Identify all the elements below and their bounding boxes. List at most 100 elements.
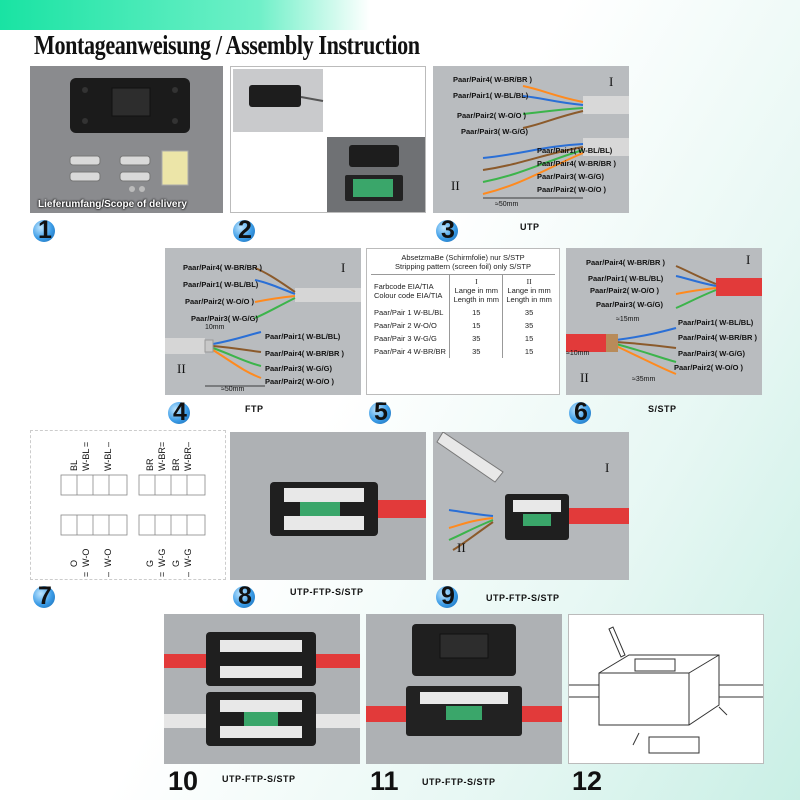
- wire-label-br2: BR: [171, 458, 181, 471]
- step-2-marker: [233, 220, 255, 242]
- sstp-dim-10mm: ≈10mm: [566, 350, 590, 357]
- utp-pair3-label-top: Paar/Pair3( W-G/G): [461, 127, 528, 136]
- step-9-caption: UTP-FTP-S/STP: [486, 593, 560, 603]
- sstp-pair2-label-bottom: Paar/Pair2( W-O/O ): [674, 363, 744, 372]
- connector-wired-photo: [270, 482, 426, 536]
- page-title: Montageanweisung / Assembly Instruction: [34, 30, 420, 60]
- ftp-pair2-label-bottom: Paar/Pair2( W-O/O ): [265, 377, 335, 386]
- step-1-number: 1: [38, 216, 52, 244]
- wire-label-wo: W-O: [81, 548, 91, 567]
- wire-label-wbl2: W-BL: [103, 448, 113, 471]
- sstp-pair4-label-bottom: Paar/Pair4( W-BR/BR ): [678, 333, 758, 342]
- step-5-number: 5: [374, 398, 388, 426]
- panel-6-sstp: Paar/Pair4( W-BR/BR ) Paar/Pair1( W-BL/B…: [566, 248, 762, 395]
- utp-pair1-label-bottom: Paar/Pair1( W-BL/BL): [537, 146, 613, 155]
- title-accent-bar: [0, 0, 370, 30]
- punch-tool-photo: [436, 432, 629, 551]
- wiring-blocks: [60, 474, 206, 536]
- wire-label-eq2: =: [157, 441, 167, 447]
- utp-cable-diagram: [482, 85, 629, 199]
- step-4-caption: FTP: [245, 404, 264, 414]
- scope-of-delivery-label: Lieferumfang/Scope of delivery: [38, 199, 187, 210]
- ftp-roman-two: II: [177, 361, 186, 376]
- step-8-caption: UTP-FTP-S/STP: [290, 587, 364, 597]
- utp-pair3-label-bottom: Paar/Pair3( W-G/G): [537, 172, 604, 181]
- wire-label-dash3: –: [103, 571, 113, 577]
- ftp-pair1-label-bottom: Paar/Pair1( W-BL/BL): [265, 332, 341, 341]
- step-6-marker: [569, 402, 591, 424]
- ftp-dim-10mm: 10mm: [205, 324, 225, 331]
- utp-pair1-label-top: Paar/Pair1( W-BL/BL): [453, 91, 529, 100]
- wire-label-wbl: W-BL: [81, 448, 91, 471]
- delivery-contents-image: [69, 78, 190, 192]
- panel-10: [164, 614, 360, 764]
- panel-5-stripping-table: AbsetzmaBe (Schirmfolie) nur S/STP Strip…: [366, 248, 560, 395]
- step9-roman-one: I: [605, 460, 610, 475]
- panel-9: I II: [433, 432, 629, 580]
- wire-label-eq1: =: [81, 441, 91, 447]
- wire-label-wo2: W-O: [103, 548, 113, 567]
- panel-7-wiring-scheme: BL W-BL = W-BL – BR W-BR = BR W-BR – O =…: [30, 430, 226, 580]
- utp-pair2-label-top: Paar/Pair2( W-O/O ): [457, 111, 527, 120]
- two-connectors-photo: [164, 632, 360, 746]
- sstp-pair1-label-top: Paar/Pair1( W-BL/BL): [588, 274, 664, 283]
- step-7-marker: [33, 586, 55, 608]
- step-6-caption: S/STP: [648, 404, 677, 414]
- utp-pair4-label-bottom: Paar/Pair4( W-BR/BR ): [537, 159, 617, 168]
- row1-ii: 35: [524, 308, 534, 317]
- sstp-pair2-label-top: Paar/Pair2( W-O/O ): [590, 286, 660, 295]
- wire-label-g: G: [145, 559, 155, 567]
- row4-pair: Paar/Pair 4 W-BR/BR: [371, 345, 451, 358]
- ftp-pair2-label-top: Paar/Pair2( W-O/O ): [185, 297, 255, 306]
- wire-label-dash1: –: [103, 441, 113, 447]
- col3-line1: Lange in mm: [507, 286, 551, 295]
- step-4-marker: [168, 402, 190, 424]
- utp-pair2-label-bottom: Paar/Pair2( W-O/O ): [537, 185, 607, 194]
- step-8-number: 8: [238, 582, 252, 610]
- closed-connector-photo: [366, 624, 562, 736]
- ftp-pair4-label-bottom: Paar/Pair4( W-BR/BR ): [265, 349, 345, 358]
- col3-line2: Length in mm: [506, 295, 552, 304]
- panel-1-scope-of-delivery: Lieferumfang/Scope of delivery: [30, 66, 223, 213]
- utp-pair4-label-top: Paar/Pair4( W-BR/BR ): [453, 75, 533, 84]
- step-5-marker: [369, 402, 391, 424]
- ftp-dim-50mm: ≈50mm: [221, 386, 245, 393]
- col2-line1: Lange in mm: [454, 286, 498, 295]
- row4-ii: 15: [524, 347, 534, 356]
- step-10-number: 10: [168, 766, 199, 796]
- row2-i: 15: [449, 319, 504, 332]
- row1-i: 15: [449, 306, 504, 319]
- wire-label-wg2: W-G: [183, 548, 193, 567]
- step-10-caption: UTP-FTP-S/STP: [222, 774, 296, 784]
- sstp-pair4-label-top: Paar/Pair4( W-BR/BR ): [586, 258, 666, 267]
- panel-4-ftp: Paar/Pair4( W-BR/BR ) Paar/Pair1( W-BL/B…: [165, 248, 361, 395]
- panel-2: [230, 66, 426, 213]
- table-heading-de: AbsetzmaBe (Schirmfolie) nur S/STP: [401, 253, 525, 262]
- wire-label-eq4: =: [157, 571, 167, 577]
- step-9-number: 9: [441, 582, 455, 610]
- ftp-pair1-label-top: Paar/Pair1( W-BL/BL): [183, 280, 259, 289]
- sstp-roman-one: I: [746, 252, 751, 267]
- wire-label-dash2: –: [183, 441, 193, 447]
- step-8-marker: [233, 586, 255, 608]
- col1-line1: Farbcode EIA/TIA: [374, 281, 434, 291]
- row3-ii: 15: [524, 334, 534, 343]
- sstp-pair1-label-bottom: Paar/Pair1( W-BL/BL): [678, 318, 754, 327]
- ftp-pair3-label-top: Paar/Pair3( W-G/G): [191, 314, 258, 323]
- step-2-number: 2: [238, 216, 252, 244]
- step-4-number: 4: [173, 398, 187, 426]
- wire-label-o: O: [69, 559, 79, 567]
- col2-roman: I: [475, 277, 478, 286]
- sstp-cable-diagram: [566, 265, 762, 375]
- wire-label-wg: W-G: [157, 548, 167, 567]
- step-6-number: 6: [574, 398, 588, 426]
- sstp-roman-two: II: [580, 370, 589, 385]
- wire-label-eq3: =: [81, 571, 91, 577]
